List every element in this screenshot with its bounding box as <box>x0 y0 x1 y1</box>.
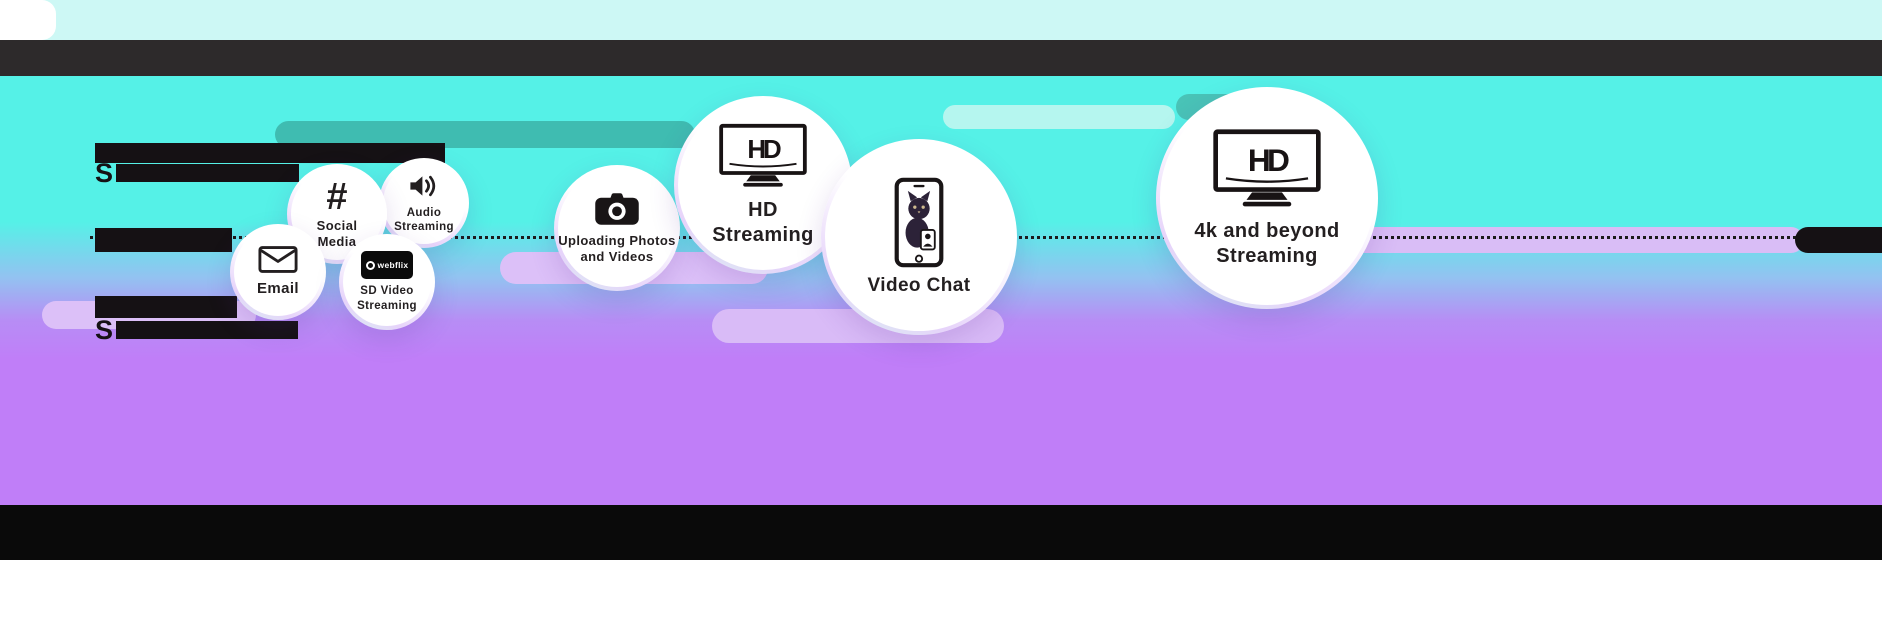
bubble-label: Audio Streaming <box>394 206 454 233</box>
top-strip <box>0 0 1882 40</box>
speaker-icon <box>410 175 436 196</box>
redacted-heading-bar-1 <box>95 143 445 163</box>
bubble-label: Uploading Photos and Videos <box>558 232 676 264</box>
header-bar <box>0 40 1882 76</box>
bubble-4k-streaming: HD 4k and beyond Streaming <box>1156 87 1378 309</box>
play-ring-icon <box>365 260 375 270</box>
video-chat-phone-icon <box>894 177 944 267</box>
decor-pill-cyan <box>943 105 1175 129</box>
hashtag-icon: # <box>326 175 348 218</box>
redacted-heading-bar-2 <box>116 164 300 182</box>
redacted-label-bar-left <box>95 228 232 252</box>
hd-tv-icon: HD <box>1213 129 1321 207</box>
cat-on-screen-graphic <box>905 190 936 250</box>
redacted-heading-bar-3 <box>95 296 237 318</box>
top-strip-white-notch <box>0 0 56 40</box>
bubble-label: 4k and beyond Streaming <box>1194 220 1340 267</box>
bubble-email: Email <box>230 224 326 320</box>
bubble-uploading-photos: Uploading Photos and Videos <box>554 165 680 291</box>
redacted-heading-row-1: S <box>95 158 300 188</box>
bubble-sd-video-streaming: webflix SD Video Streaming <box>339 234 435 330</box>
decor-pill-lavender-right <box>1352 227 1804 253</box>
redacted-heading-bar-4 <box>116 321 299 339</box>
redacted-prefix-bottom: S <box>95 315 114 345</box>
bubble-label: Social Media <box>316 217 358 249</box>
bubble-label: Email <box>256 280 300 298</box>
webflix-brand-text: webflix <box>377 260 409 271</box>
hd-logo-text: HD <box>1248 142 1289 178</box>
bubble-label: HD Streaming <box>712 199 814 246</box>
bubble-label: SD Video Streaming <box>357 285 417 312</box>
hd-logo-text: HD <box>747 136 781 164</box>
bubble-audio-streaming: Audio Streaming <box>379 158 469 248</box>
bubble-video-chat: Video Chat <box>821 139 1017 335</box>
redacted-heading-row-2: S <box>95 315 299 345</box>
bubble-label: Video Chat <box>867 274 971 296</box>
hd-tv-icon: HD <box>719 123 807 187</box>
webflix-logo: webflix <box>361 251 413 280</box>
redacted-prefix-top: S <box>95 158 114 188</box>
camera-icon <box>595 193 639 225</box>
redacted-label-bar-right <box>1795 227 1882 253</box>
envelope-icon <box>258 246 298 273</box>
footer-bar <box>0 505 1882 560</box>
